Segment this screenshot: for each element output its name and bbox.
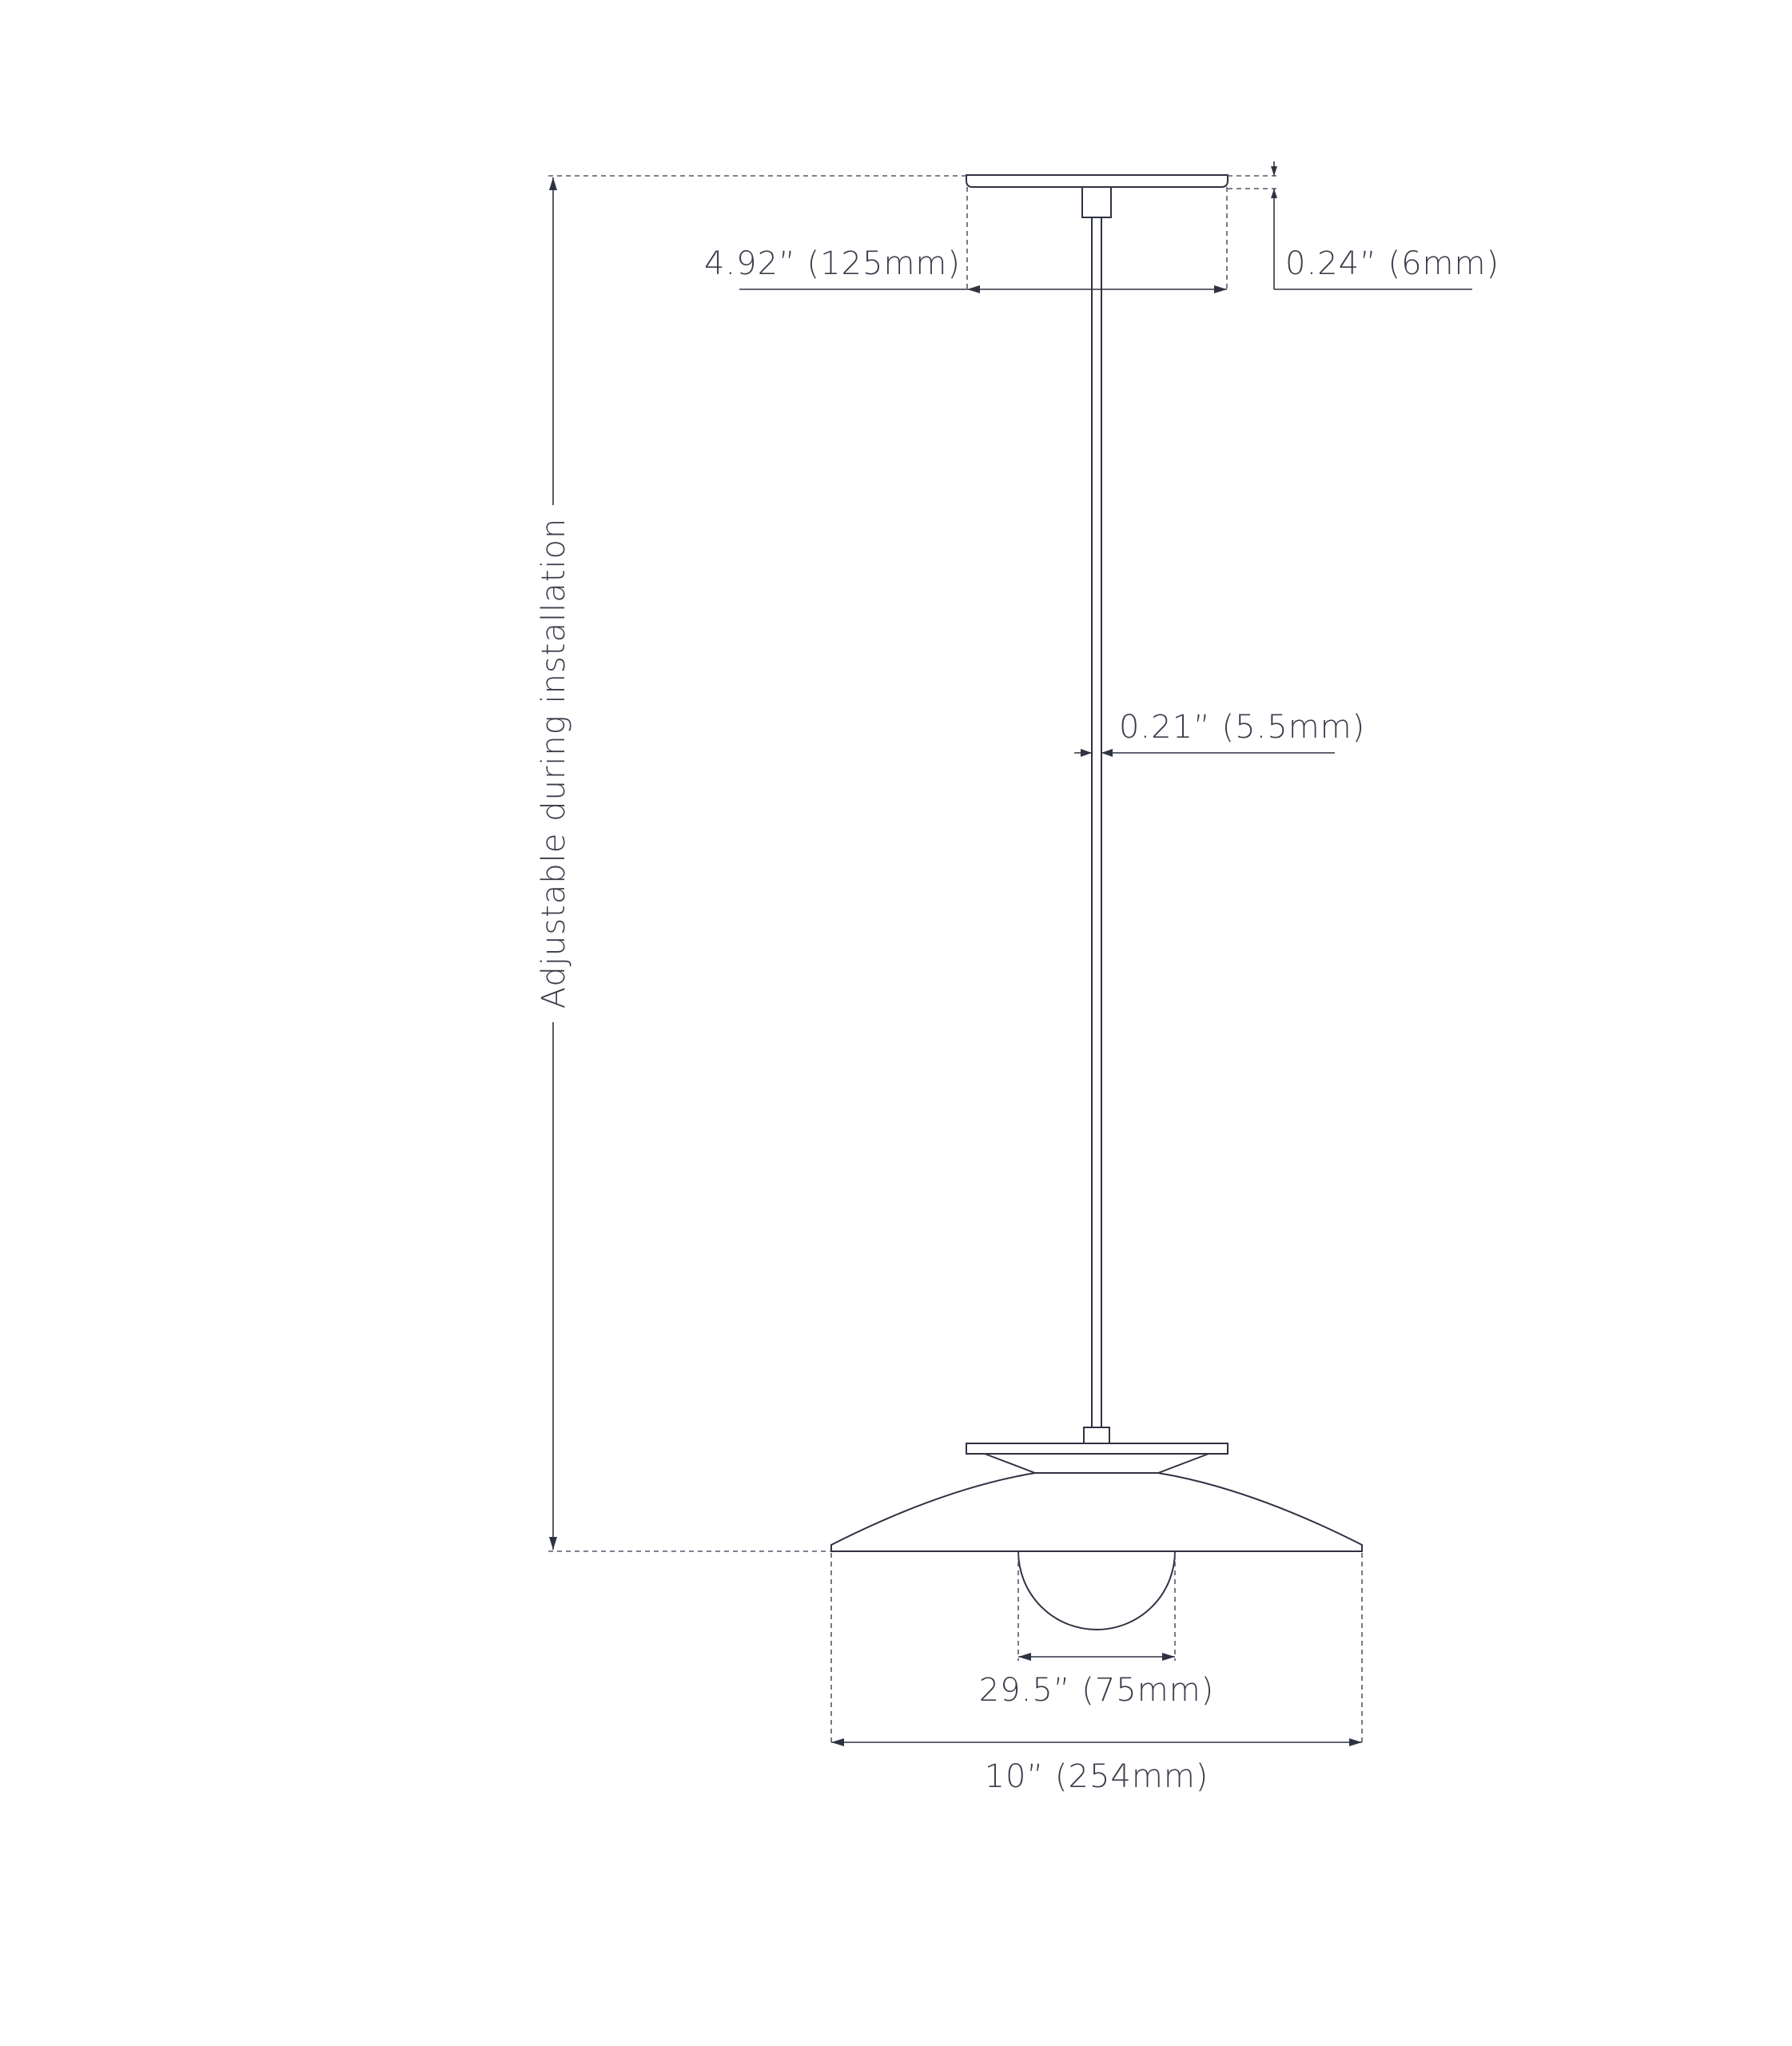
canopy-plate xyxy=(966,174,1229,188)
canopy-width-arrow-left xyxy=(967,285,980,293)
bulb-width-arrow-left xyxy=(1018,1653,1031,1661)
shade-connector xyxy=(1083,1427,1110,1444)
shade-width-label: 10” (254mm) xyxy=(985,1758,1209,1795)
canopy-width-label: 4.92” (125mm) xyxy=(704,245,961,282)
rod-diameter-dimension: 0.21” (5.5mm) xyxy=(1074,709,1365,757)
overall-height-label: Adjustable during installation xyxy=(536,518,572,1009)
shade-dome xyxy=(830,1472,1363,1552)
overall-height-arrow-top xyxy=(549,177,557,190)
bulb-width-label: 29.5” (75mm) xyxy=(979,1672,1215,1709)
overall-height-arrow-bottom xyxy=(549,1537,557,1550)
shade-width-arrow-right xyxy=(1349,1738,1362,1746)
shade-cap-plate xyxy=(966,1443,1229,1455)
bulb xyxy=(1017,1550,1177,1630)
bulb-width-dimension: 29.5” (75mm) xyxy=(979,1553,1215,1709)
lamp-outline xyxy=(830,174,1363,1630)
bulb-width-arrow-right xyxy=(1162,1653,1175,1661)
rod-diameter-label: 0.21” (5.5mm) xyxy=(1119,709,1365,746)
shade-width-dimension: 10” (254mm) xyxy=(830,1553,1363,1795)
canopy-thickness-arrow-top xyxy=(1271,166,1277,176)
canopy-thickness-arrow-bottom xyxy=(1271,189,1277,198)
canopy-thickness-label: 0.24” (6mm) xyxy=(1285,245,1499,282)
canopy-width-arrow-right xyxy=(1214,285,1227,293)
canopy-connector xyxy=(1081,186,1112,218)
rod-diameter-arrow-left xyxy=(1081,749,1092,757)
canopy-width-dimension: 4.92” (125mm) xyxy=(704,187,1228,293)
canopy-thickness-dimension: 0.24” (6mm) xyxy=(1228,161,1499,290)
rod-diameter-arrow-right xyxy=(1101,749,1113,757)
shade-neck xyxy=(984,1453,1209,1474)
shade-width-arrow-left xyxy=(831,1738,844,1746)
overall-height-dimension: Adjustable during installation xyxy=(536,175,966,1552)
